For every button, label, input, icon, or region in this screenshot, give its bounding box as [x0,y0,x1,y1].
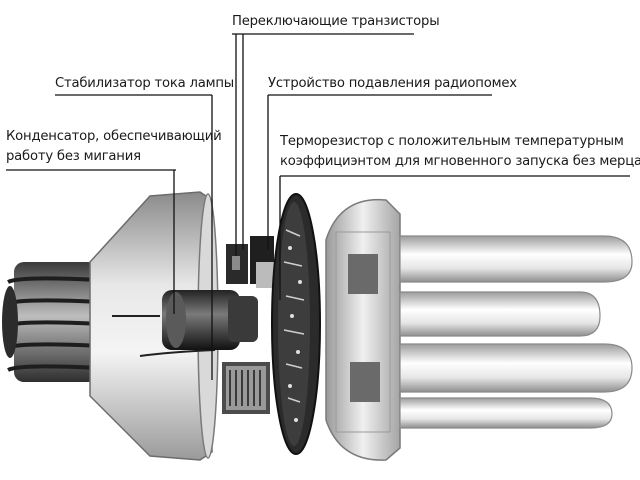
label-thermistor-line1: Терморезистор с положительным температур… [280,134,624,149]
leader-lines [6,33,630,380]
transistors [226,236,276,288]
label-thermistor-line2: коэффициэнтом для мгновенного запуска бе… [280,154,640,169]
capacitor [162,290,258,350]
stabilizer-choke [222,362,270,414]
label-thermistor: Терморезистор с положительным температур… [280,132,640,172]
label-capacitor: Конденсатор, обеспечивающий работу без м… [6,127,222,167]
tube-holder [325,198,401,461]
screw-base [2,262,101,382]
label-capacitor-line1: Конденсатор, обеспечивающий [6,129,222,144]
wires [112,315,216,357]
label-interference-suppressor: Устройство подавления радиопомех [268,76,517,91]
circuit-board [271,193,321,455]
label-current-stabilizer: Стабилизатор тока лампы [55,76,234,91]
fluorescent-tubes [399,235,633,429]
label-switching-transistors: Переключающие транзисторы [232,14,440,29]
label-capacitor-line2: работу без мигания [6,149,141,164]
